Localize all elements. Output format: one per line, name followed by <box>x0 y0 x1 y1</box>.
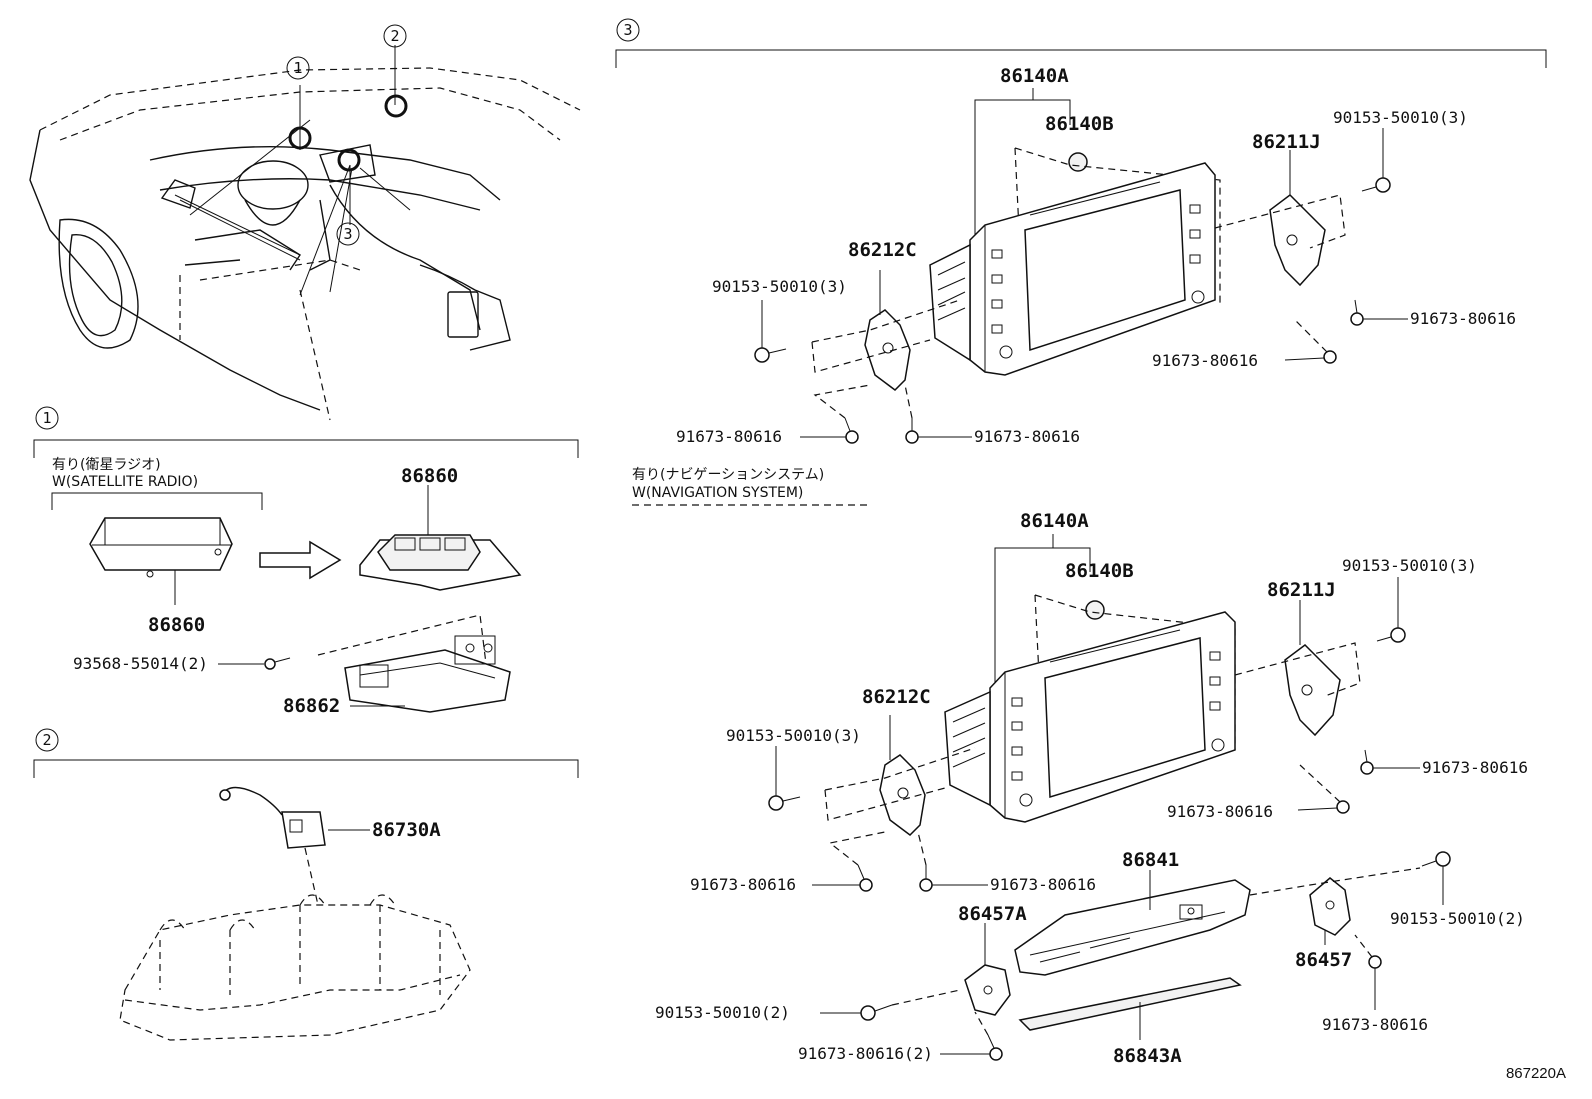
knob-86140B-lower <box>1085 600 1105 620</box>
label-90153-right-upper: 90153-50010(3) <box>1333 108 1468 127</box>
section-1-marker: 1 <box>42 409 51 427</box>
bracket-86211J-upper <box>1269 194 1326 287</box>
screw-91673-b1-lower <box>828 831 886 892</box>
callout-2: 2 <box>390 27 399 45</box>
label-91673-b1-upper: 91673-80616 <box>676 427 782 446</box>
label-86457A: 86457A <box>958 903 1027 925</box>
label-91673-bot: 91673-80616 <box>1322 1015 1428 1034</box>
label-91673-r2-lower: 91673-80616 <box>1167 802 1273 821</box>
panel-86843A <box>1018 977 1242 1031</box>
satellite-caption-jp: 有り(衛星ラジオ) <box>52 457 161 473</box>
label-90153-right-lower: 90153-50010(3) <box>1342 556 1477 575</box>
label-90153-2-left: 90153-50010(2) <box>655 1003 790 1022</box>
section-2-marker: 2 <box>42 731 51 749</box>
label-86140B-lower: 86140B <box>1065 560 1134 582</box>
screw-91673-b1-upper <box>813 384 871 444</box>
screw-91673-bot <box>1354 934 1382 969</box>
label-86730A: 86730A <box>372 819 441 841</box>
label-90153-left-upper: 90153-50010(3) <box>712 277 847 296</box>
car-interior-illustration: 1 2 3 <box>29 24 581 421</box>
display-unit-lower <box>944 611 1236 823</box>
label-91673-r1-lower: 91673-80616 <box>1422 758 1528 777</box>
label-91673-b2-upper: 91673-80616 <box>974 427 1080 446</box>
label-86457: 86457 <box>1295 949 1352 971</box>
screw-93568 <box>264 657 291 670</box>
bracket-86211J-lower <box>1284 644 1341 737</box>
diagram-reference-code: 867220A <box>1506 1065 1566 1082</box>
display-unit-upper <box>929 162 1216 376</box>
bolt-90153-right-upper <box>1361 177 1391 193</box>
section-3-marker: 3 <box>623 21 632 39</box>
bolt-90153-left-upper <box>754 347 787 363</box>
navigation-caption-en: W(NAVIGATION SYSTEM) <box>632 485 803 501</box>
navigation-caption-jp: 有り(ナビゲーションシステム) <box>632 467 824 483</box>
label-86140B-upper: 86140B <box>1045 113 1114 135</box>
label-91673-b1-lower: 91673-80616 <box>690 875 796 894</box>
label-86140A-lower: 86140A <box>1020 510 1089 532</box>
label-91673-b2-lower: 91673-80616 <box>990 875 1096 894</box>
label-86860-bottom: 86860 <box>148 614 205 636</box>
label-86211J-upper: 86211J <box>1252 131 1321 153</box>
label-86862: 86862 <box>283 695 340 717</box>
screw-91673-r2-upper <box>1294 319 1337 364</box>
replacement-arrow <box>259 540 342 580</box>
unit-86841 <box>1014 879 1251 976</box>
section-1: 1 有り(衛星ラジオ) W(SATELLITE RADIO) 86860 868… <box>33 406 579 717</box>
bracket-86212C-upper <box>864 309 911 391</box>
section-3-upper: 86140A 86140B 86212C <box>676 65 1516 446</box>
satellite-module-new <box>359 534 522 591</box>
label-86212C-upper: 86212C <box>848 239 917 261</box>
label-86211J-lower: 86211J <box>1267 579 1336 601</box>
screw-91673-r1-upper <box>1350 299 1364 326</box>
bracket-86212C-lower <box>879 754 926 836</box>
label-91673-r2-upper: 91673-80616 <box>1152 351 1258 370</box>
label-91673-r1-upper: 91673-80616 <box>1410 309 1516 328</box>
label-90153-2-right: 90153-50010(2) <box>1390 909 1525 928</box>
screw-91673-b2-lower <box>917 831 933 892</box>
overhead-console-housing <box>119 894 471 1041</box>
satellite-caption-en: W(SATELLITE RADIO) <box>52 474 198 490</box>
callout-3: 3 <box>343 225 352 243</box>
screw-91673-r1-lower <box>1360 749 1374 775</box>
label-86140A-upper: 86140A <box>1000 65 1069 87</box>
bracket-86457 <box>1309 877 1351 936</box>
satellite-bracket <box>317 614 511 713</box>
label-86212C-lower: 86212C <box>862 686 931 708</box>
antenna-module-86730A <box>219 786 326 849</box>
callout-1: 1 <box>293 59 302 77</box>
label-86841: 86841 <box>1122 849 1179 871</box>
screw-91673-b2-upper <box>904 384 919 444</box>
section-3-lower: 86140A 86140B 86212C <box>655 510 1528 1067</box>
label-93568-55014: 93568-55014(2) <box>73 654 208 673</box>
bracket-86457A <box>964 964 1011 1016</box>
label-86843A: 86843A <box>1113 1045 1182 1067</box>
knob-86140B-upper <box>1068 152 1088 172</box>
screw-91673-r2-lower <box>1299 764 1350 814</box>
label-86860-top: 86860 <box>401 465 458 487</box>
satellite-module-old <box>89 517 233 578</box>
bolt-90153-left-lower <box>768 795 801 811</box>
section-2: 2 86730A <box>33 728 579 1041</box>
label-91673-80616-2: 91673-80616(2) <box>798 1044 933 1063</box>
label-90153-left-lower: 90153-50010(3) <box>726 726 861 745</box>
bolt-90153-right-lower <box>1376 627 1406 643</box>
bolt-90153-2-left <box>860 989 961 1021</box>
screw-91673-2 <box>974 1011 1003 1061</box>
bolt-90153-2-right <box>1421 851 1451 867</box>
